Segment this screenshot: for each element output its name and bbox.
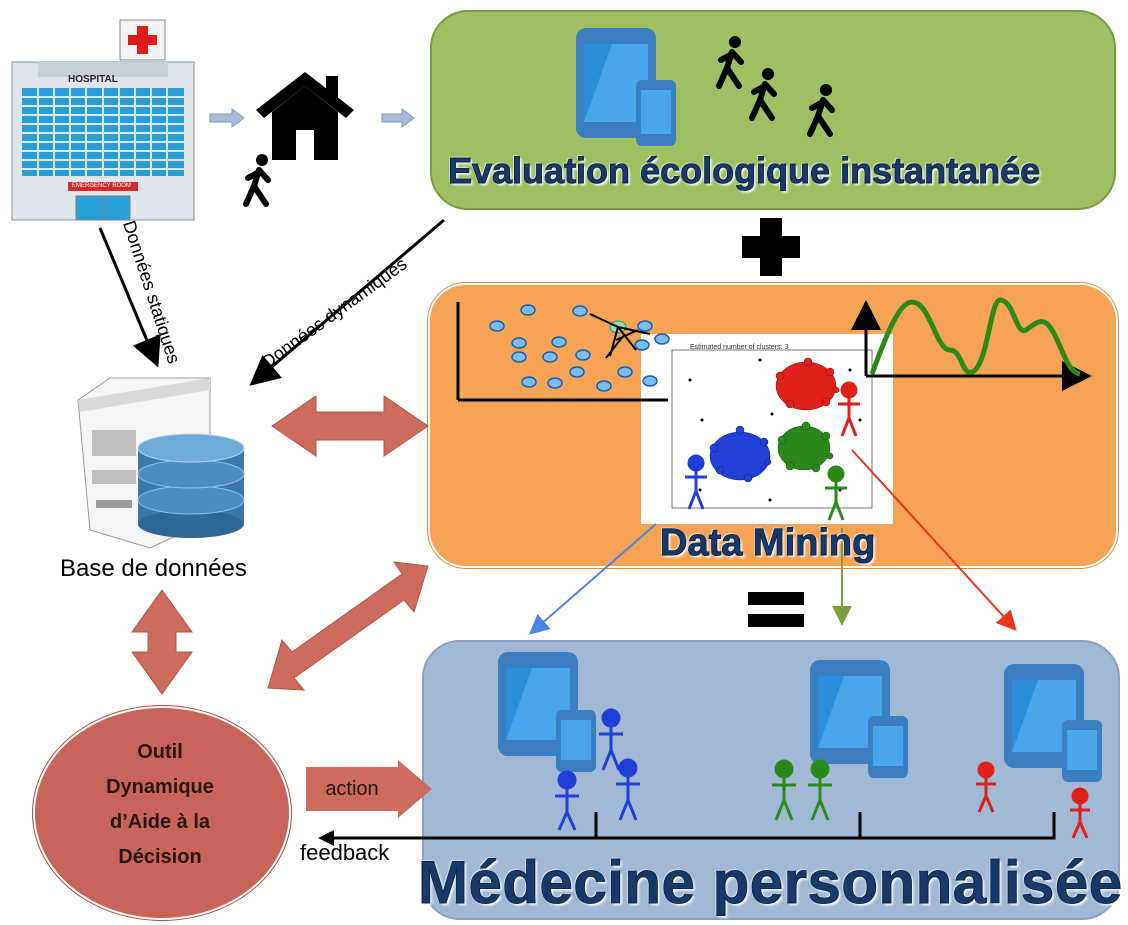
- decision-tool-label: Outil Dynamique d’Aide à la Décision: [50, 735, 270, 875]
- house-icon: [256, 72, 354, 160]
- person-blue-icon: [685, 454, 707, 510]
- data-mining-title: Data Mining: [659, 522, 876, 565]
- feedback-arrowhead: [318, 830, 334, 846]
- tablet-icon: [576, 28, 676, 146]
- red-cluster-arrow: [851, 449, 1017, 631]
- database-cylinder-icon: [137, 433, 245, 538]
- person-blue-icon: [616, 758, 640, 821]
- blue-cluster-arrow: [528, 523, 657, 635]
- person-blue-icon: [599, 708, 623, 771]
- ema-title: Evaluation écologique instantanée: [447, 150, 1041, 192]
- tool-datamining-double-arrow: [267, 561, 429, 691]
- cluster-blue: [709, 425, 772, 483]
- scatter-points: [489, 304, 670, 392]
- emergency-room-sign: EMERGENCY ROOM: [72, 183, 131, 189]
- tablet-icon: [498, 652, 596, 772]
- person-blue-icon: [555, 770, 579, 831]
- cluster-plot-title: Estimated number of clusters: 3: [690, 344, 789, 351]
- cluster-green: [777, 421, 834, 473]
- person-red-icon: [838, 381, 860, 437]
- person-red-icon: [976, 761, 996, 813]
- person-red-icon: [1070, 787, 1090, 839]
- database-label: Base de données: [60, 555, 247, 582]
- db-datamining-double-arrow: [271, 395, 429, 457]
- action-label: action: [306, 767, 398, 811]
- flow-arrows-small: [209, 108, 415, 128]
- hospital-windows: [22, 88, 184, 176]
- dynamic-data-arrow: [249, 218, 445, 386]
- tablet-icon: [1004, 664, 1102, 782]
- db-tool-double-arrow: [131, 589, 193, 695]
- walker-icon: [807, 84, 835, 137]
- walker-icon: [749, 68, 777, 121]
- cluster-plot: [641, 334, 893, 524]
- decision-tool-line: Outil: [137, 741, 183, 763]
- walker-icon: [716, 36, 744, 89]
- feedback-label: feedback: [300, 840, 390, 865]
- time-series-axes: [851, 300, 1092, 391]
- action-arrow: [398, 760, 432, 818]
- scatter-axes: [456, 302, 668, 402]
- hospital-sign: HOSPITAL: [68, 74, 118, 85]
- person-green-icon: [825, 465, 847, 521]
- time-series-curve: [869, 297, 1081, 377]
- static-data-arrow: [98, 227, 161, 368]
- decision-tool-line: Dynamique: [106, 776, 214, 798]
- equals-sign: [748, 592, 804, 627]
- cluster-red: [775, 357, 840, 411]
- walker-icon: [243, 154, 271, 207]
- decision-tool-circle: [33, 706, 291, 920]
- cluster-plot-axes: [671, 349, 873, 509]
- feedback-line: [324, 812, 1056, 840]
- plus-sign: [742, 218, 800, 276]
- decision-tool-line: d’Aide à la: [109, 811, 211, 833]
- decision-tool-line: Décision: [118, 846, 202, 868]
- person-green-icon: [808, 759, 832, 821]
- ema-panel: [430, 10, 1116, 210]
- hospital-icon: [11, 19, 195, 221]
- centroid-arrows: [589, 313, 651, 359]
- person-green-icon: [772, 759, 796, 821]
- personalized-medicine-title: Médecine personnalisée: [418, 849, 1123, 917]
- tablet-icon: [810, 660, 908, 778]
